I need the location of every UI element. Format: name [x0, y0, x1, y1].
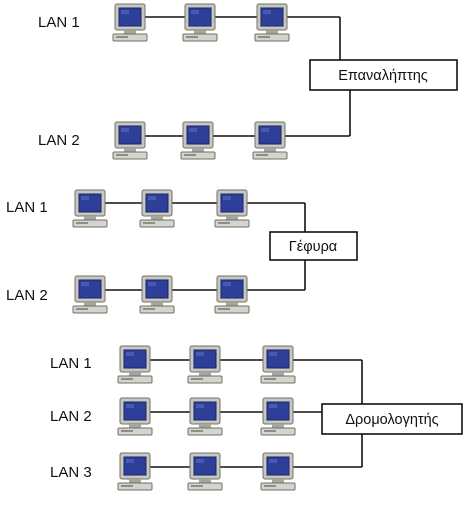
- workstation-icon: [214, 275, 250, 314]
- workstation-icon: [260, 397, 296, 436]
- workstation-icon: [252, 121, 288, 160]
- lan-label: LAN 2: [38, 132, 80, 149]
- router-device-box: [321, 403, 463, 435]
- repeater-device-box: [309, 59, 458, 91]
- lan-label: LAN 2: [6, 287, 48, 304]
- bridge-label: Γέφυρα: [289, 239, 337, 255]
- workstation-icon: [139, 189, 175, 228]
- workstation-icon: [214, 189, 250, 228]
- workstation-icon: [182, 3, 218, 42]
- workstation-icon: [187, 397, 223, 436]
- workstation-icon: [72, 275, 108, 314]
- lan-label: LAN 2: [50, 408, 92, 425]
- workstation-icon: [260, 452, 296, 491]
- repeater-section: LAN 1 Επαναλήπτης LAN 2: [38, 3, 458, 160]
- workstation-icon: [117, 452, 153, 491]
- workstation-icon: [72, 189, 108, 228]
- workstation-icon: [117, 397, 153, 436]
- workstation-icon: [187, 452, 223, 491]
- bridge-section: LAN 1 Γέφυρα LAN 2: [6, 189, 358, 314]
- workstation-icon: [112, 3, 148, 42]
- workstation-icon: [139, 275, 175, 314]
- workstation-icon: [254, 3, 290, 42]
- router-label: Δρομολογητής: [345, 412, 438, 428]
- workstation-icon: [112, 121, 148, 160]
- repeater-label: Επαναλήπτης: [338, 68, 428, 84]
- lan-label: LAN 1: [6, 199, 48, 216]
- workstation-icon: [180, 121, 216, 160]
- workstation-icon: [187, 345, 223, 384]
- workstation-icon: [117, 345, 153, 384]
- bridge-device-box: [269, 231, 358, 261]
- lan-label: LAN 1: [50, 355, 92, 372]
- router-section: LAN 1 LAN 2 Δρομολογητής LAN 3: [50, 345, 463, 491]
- lan-label: LAN 1: [38, 14, 80, 31]
- lan-label: LAN 3: [50, 464, 92, 481]
- workstation-icon: [260, 345, 296, 384]
